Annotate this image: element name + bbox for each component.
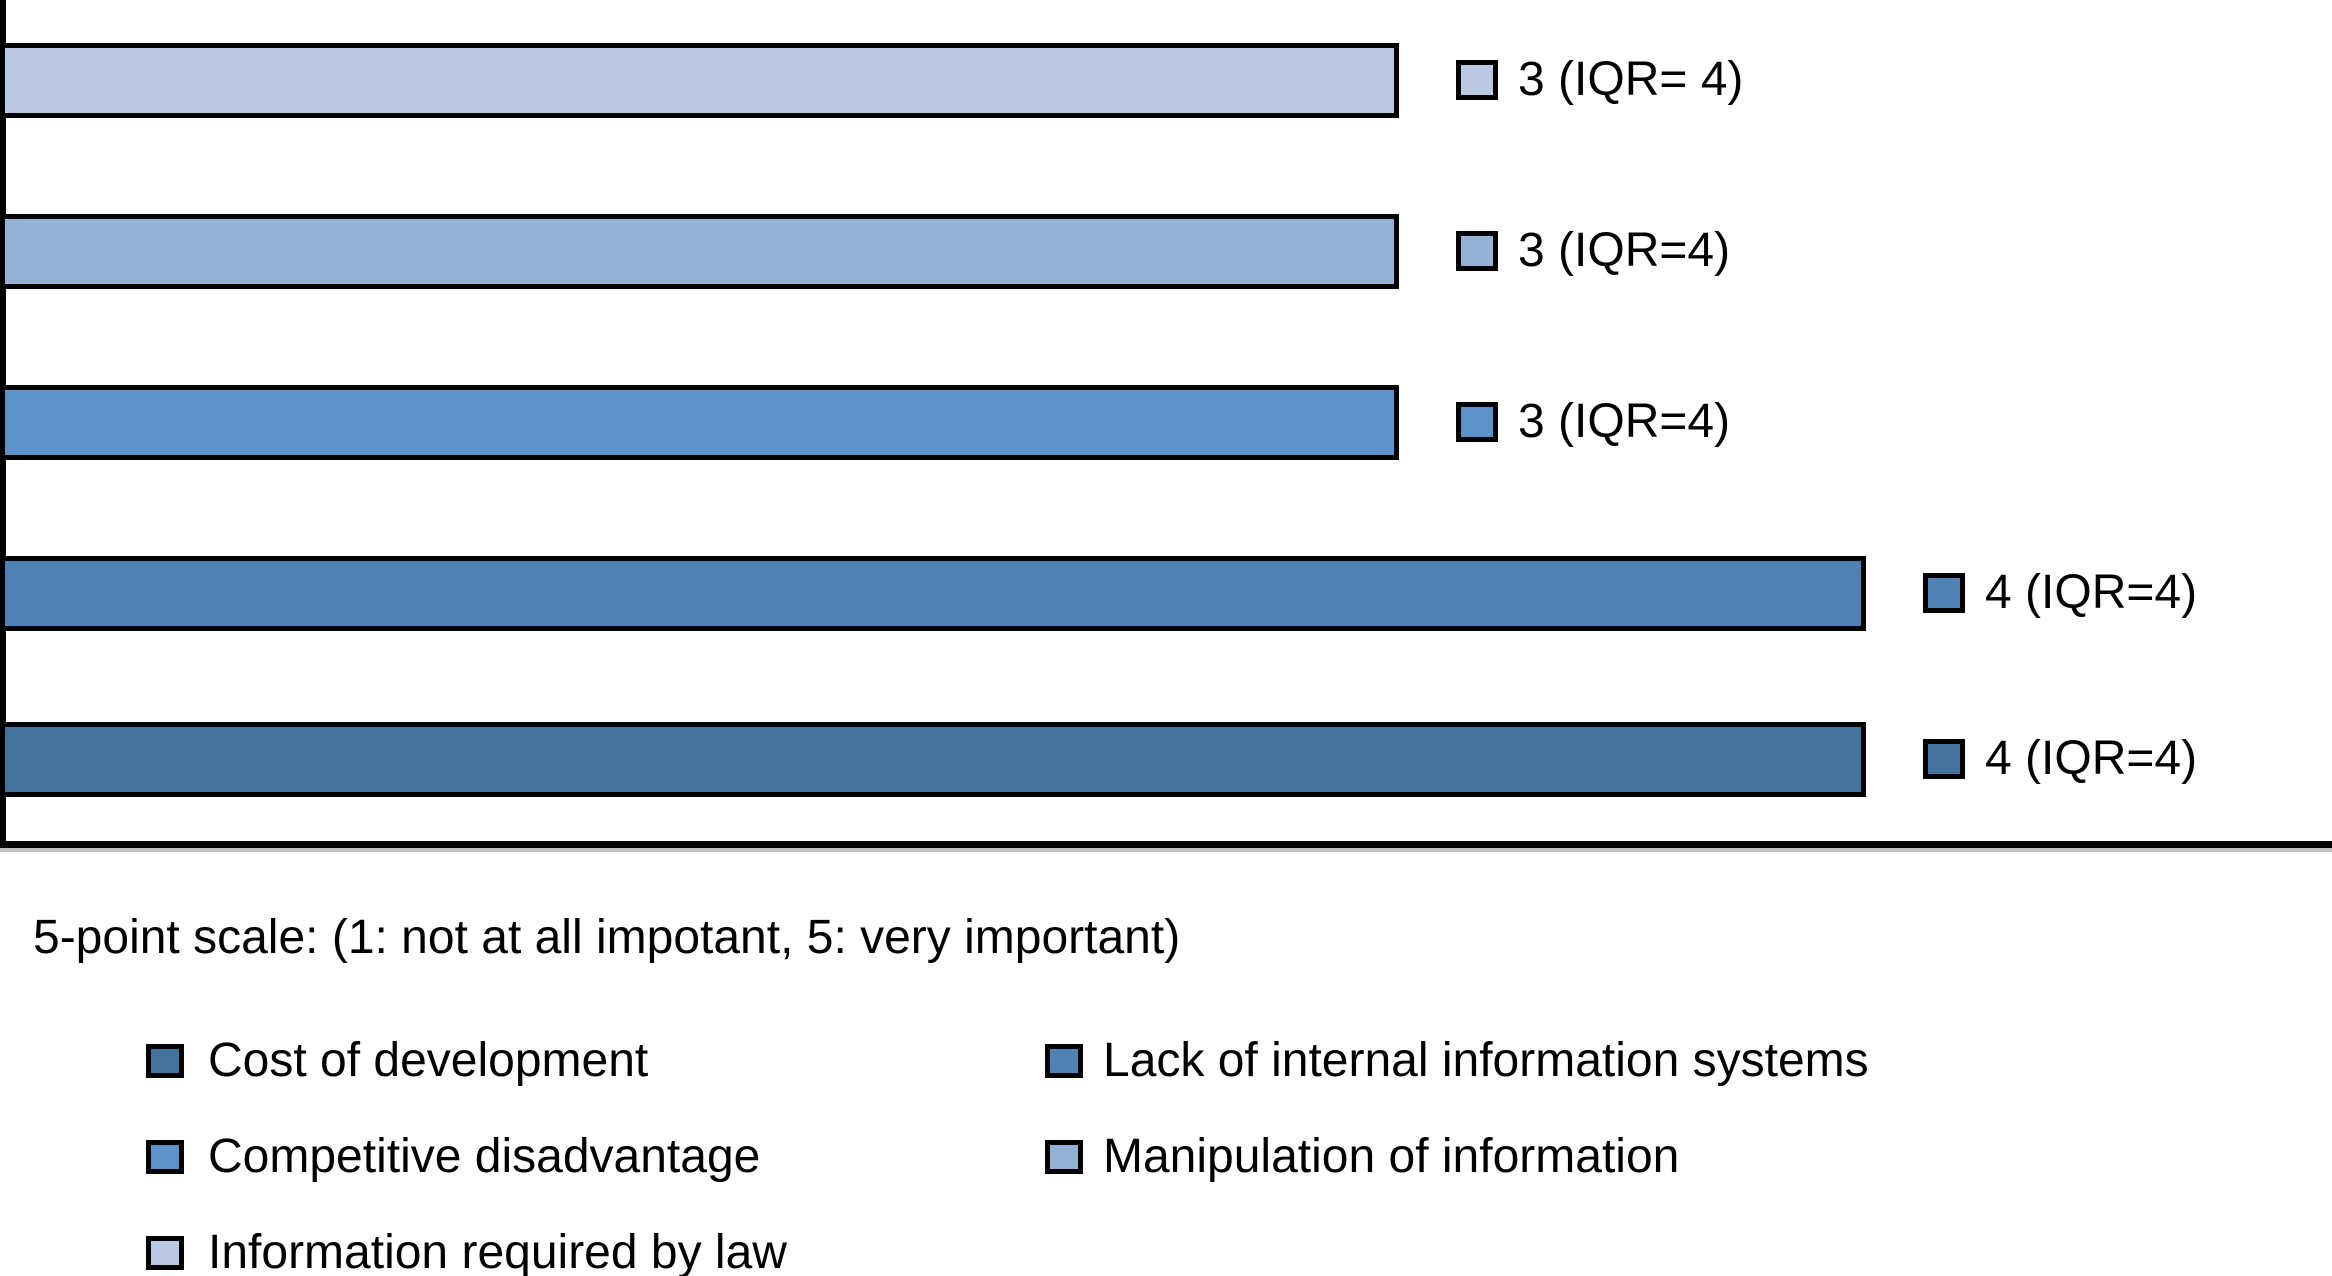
legend-item: Cost of development	[146, 1033, 648, 1089]
legend-swatch	[146, 1140, 184, 1174]
bar	[0, 722, 1866, 797]
bar-value-label: 4 (IQR=4)	[1985, 566, 2198, 619]
legend-label: Cost of development	[208, 1034, 649, 1087]
legend-item: Manipulation of information	[1045, 1129, 1679, 1185]
bar-value-label: 4 (IQR=4)	[1985, 732, 2198, 785]
bar	[0, 556, 1866, 631]
legend-label: Information required by law	[208, 1226, 787, 1276]
legend-item: Information required by law	[146, 1225, 787, 1276]
bar-value-label: 3 (IQR=4)	[1518, 395, 1731, 448]
legend-swatch	[146, 1044, 184, 1078]
bar-label-swatch	[1456, 402, 1498, 442]
bar-label-swatch	[1923, 573, 1965, 613]
legend-label: Lack of internal information systems	[1103, 1034, 1869, 1087]
bar-value-label: 3 (IQR= 4)	[1518, 53, 1744, 106]
bar	[0, 43, 1399, 118]
legend-label: Competitive disadvantage	[208, 1130, 761, 1183]
bar-value-label: 3 (IQR=4)	[1518, 224, 1731, 277]
bar-label-swatch	[1923, 739, 1965, 779]
bar-label-swatch	[1456, 60, 1498, 100]
plot-area: 3 (IQR= 4) 3 (IQR=4) 3 (IQR=4) 4 (IQR=4) 4 (…	[0, 0, 2332, 852]
legend-item: Lack of internal information systems	[1045, 1033, 1869, 1089]
bar-label-swatch	[1456, 231, 1498, 271]
x-axis-line	[0, 841, 2332, 848]
x-axis-shadow-line	[0, 848, 2332, 852]
legend-item: Competitive disadvantage	[146, 1129, 760, 1185]
bar	[0, 385, 1399, 460]
legend-swatch	[1045, 1140, 1083, 1174]
legend-swatch	[146, 1236, 184, 1270]
legend-swatch	[1045, 1044, 1083, 1078]
bar	[0, 214, 1399, 289]
legend-label: Manipulation of information	[1103, 1130, 1680, 1183]
scale-note: 5-point scale: (1: not at all impotant, …	[33, 911, 1181, 964]
